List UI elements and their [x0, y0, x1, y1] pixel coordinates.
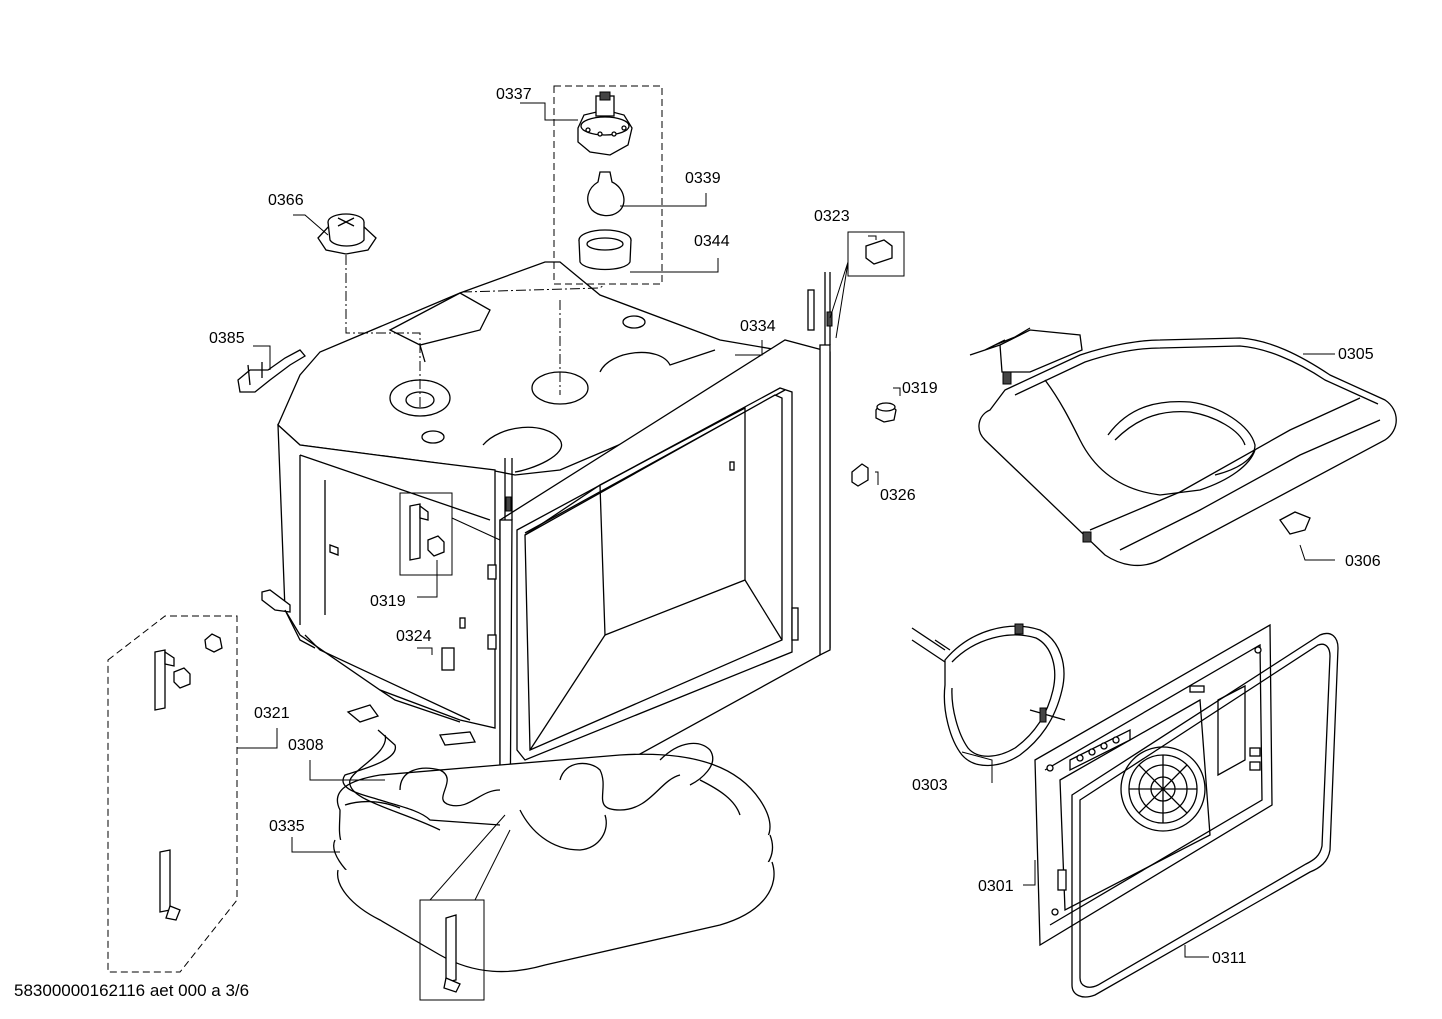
- label-0323: 0323: [814, 208, 850, 225]
- detail-box-0319: [399, 492, 501, 576]
- assembly-lines: [345, 255, 849, 410]
- label-0339: 0339: [685, 170, 721, 187]
- small-parts: [851, 402, 897, 487]
- oven-cavity: [261, 261, 833, 839]
- label-0301: 0301: [978, 878, 1014, 895]
- insulation-mat: [333, 753, 775, 973]
- label-0385: 0385: [209, 330, 245, 347]
- label-0337: 0337: [496, 86, 532, 103]
- label-0344: 0344: [694, 233, 730, 250]
- label-0335: 0335: [269, 818, 305, 835]
- part-labels: 0337 0339 0344 0366 0323 0385 0334 0305 …: [209, 86, 1381, 967]
- label-0326: 0326: [880, 487, 916, 504]
- bottom-heater: [342, 704, 714, 851]
- bracket-0385: [237, 349, 306, 393]
- document-footer-code: 58300000162116 aet 000 a 3/6: [14, 981, 250, 1000]
- lamp-holder-cap: [317, 213, 377, 255]
- label-0319-left: 0319: [370, 593, 406, 610]
- label-0366: 0366: [268, 192, 304, 209]
- grill-element-0305: [969, 327, 1397, 567]
- label-0305: 0305: [1338, 346, 1374, 363]
- fan-panel-0301: [1034, 623, 1273, 947]
- detail-box-bottom: [419, 814, 511, 1001]
- leader-lines: [237, 102, 1335, 958]
- round-heater-0303: [911, 623, 1066, 767]
- bracket-group-0321: [107, 615, 238, 973]
- label-0303: 0303: [912, 777, 948, 794]
- door-seal-0311: [1071, 632, 1339, 998]
- lamp-assembly: [553, 85, 663, 285]
- label-0306: 0306: [1345, 553, 1381, 570]
- label-0308: 0308: [288, 737, 324, 754]
- clip-0323: [847, 231, 905, 277]
- label-0321: 0321: [254, 705, 290, 722]
- label-0311: 0311: [1212, 950, 1247, 967]
- label-0324: 0324: [396, 628, 432, 645]
- label-0334: 0334: [740, 318, 776, 335]
- label-0319-right: 0319: [902, 380, 938, 397]
